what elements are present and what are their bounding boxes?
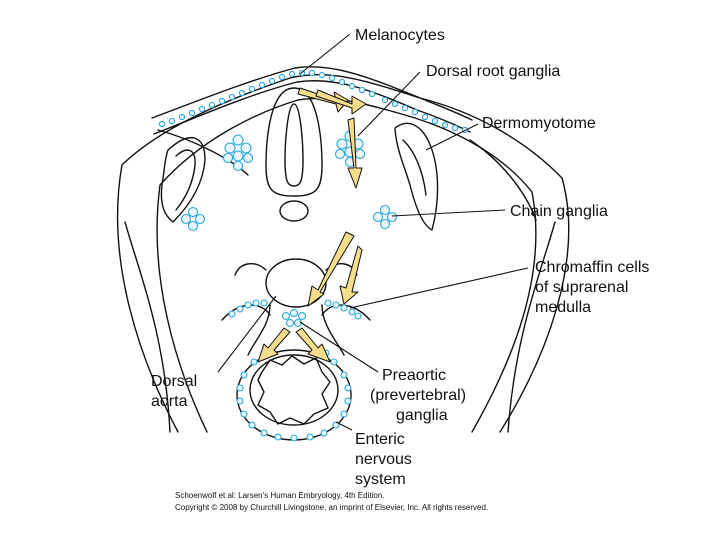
- label-melanocytes: Melanocytes: [355, 27, 445, 44]
- label-enteric-line3: system: [355, 471, 406, 488]
- caption-line2: Copyright © 2008 by Churchill Livingston…: [175, 503, 488, 512]
- label-preaortic-line3: ganglia: [396, 407, 448, 424]
- labels: Melanocytes Dorsal root ganglia Dermomyo…: [151, 27, 649, 488]
- arrow-to-chromaffin-right: [339, 245, 363, 305]
- enteric-nervous-system-cells: [236, 349, 352, 442]
- label-chromaffin-line3: medulla: [535, 299, 591, 316]
- preaortic-ganglia-cells: [281, 308, 307, 328]
- arrow-to-gut-right: [295, 327, 331, 363]
- neural-tube: [265, 87, 323, 197]
- chain-ganglion-right: [372, 204, 398, 230]
- label-enteric-line1: Enteric: [355, 431, 405, 448]
- dorsal-root-ganglion-left: [222, 134, 254, 172]
- label-preaortic-line1: Preaortic: [382, 367, 446, 384]
- label-dorsal-aorta-line2: aorta: [151, 393, 188, 410]
- migration-arrows: [257, 87, 367, 363]
- dorsal-aorta: [234, 258, 358, 308]
- label-enteric-line2: nervous: [355, 451, 412, 468]
- label-dorsal-root-ganglia: Dorsal root ganglia: [426, 63, 560, 80]
- label-preaortic-line2: (prevertebral): [370, 387, 466, 404]
- dermomyotome-left: [160, 137, 206, 223]
- label-dermomyotome: Dermomyotome: [482, 115, 596, 132]
- label-chain-ganglia: Chain ganglia: [510, 203, 608, 220]
- embryo-outline: [116, 66, 570, 433]
- melanocyte-cells: [158, 69, 469, 134]
- arrow-to-right-skin: [315, 89, 367, 115]
- label-dorsal-aorta-line1: Dorsal: [151, 373, 197, 390]
- dermomyotome-right: [394, 122, 439, 231]
- chain-ganglion-left: [180, 206, 206, 232]
- arrow-to-chromaffin-left: [307, 231, 355, 307]
- arrow-to-chain-ganglion: [347, 117, 363, 189]
- chromaffin-cells-right: [324, 299, 362, 320]
- arrow-to-gut-left: [257, 327, 291, 363]
- caption-line1: Schoenwolf et al: Larsen's Human Embryol…: [175, 491, 385, 500]
- notochord: [279, 200, 309, 222]
- label-chromaffin-line2: of suprarenal: [535, 279, 628, 296]
- figure-caption: Schoenwolf et al: Larsen's Human Embryol…: [175, 491, 488, 512]
- chromaffin-cells-left: [228, 299, 268, 318]
- leader-lines: [217, 33, 529, 431]
- label-chromaffin-line1: Chromaffin cells: [535, 259, 649, 276]
- gut-tube: [236, 349, 352, 441]
- dorsal-root-ganglion-right: [334, 130, 366, 168]
